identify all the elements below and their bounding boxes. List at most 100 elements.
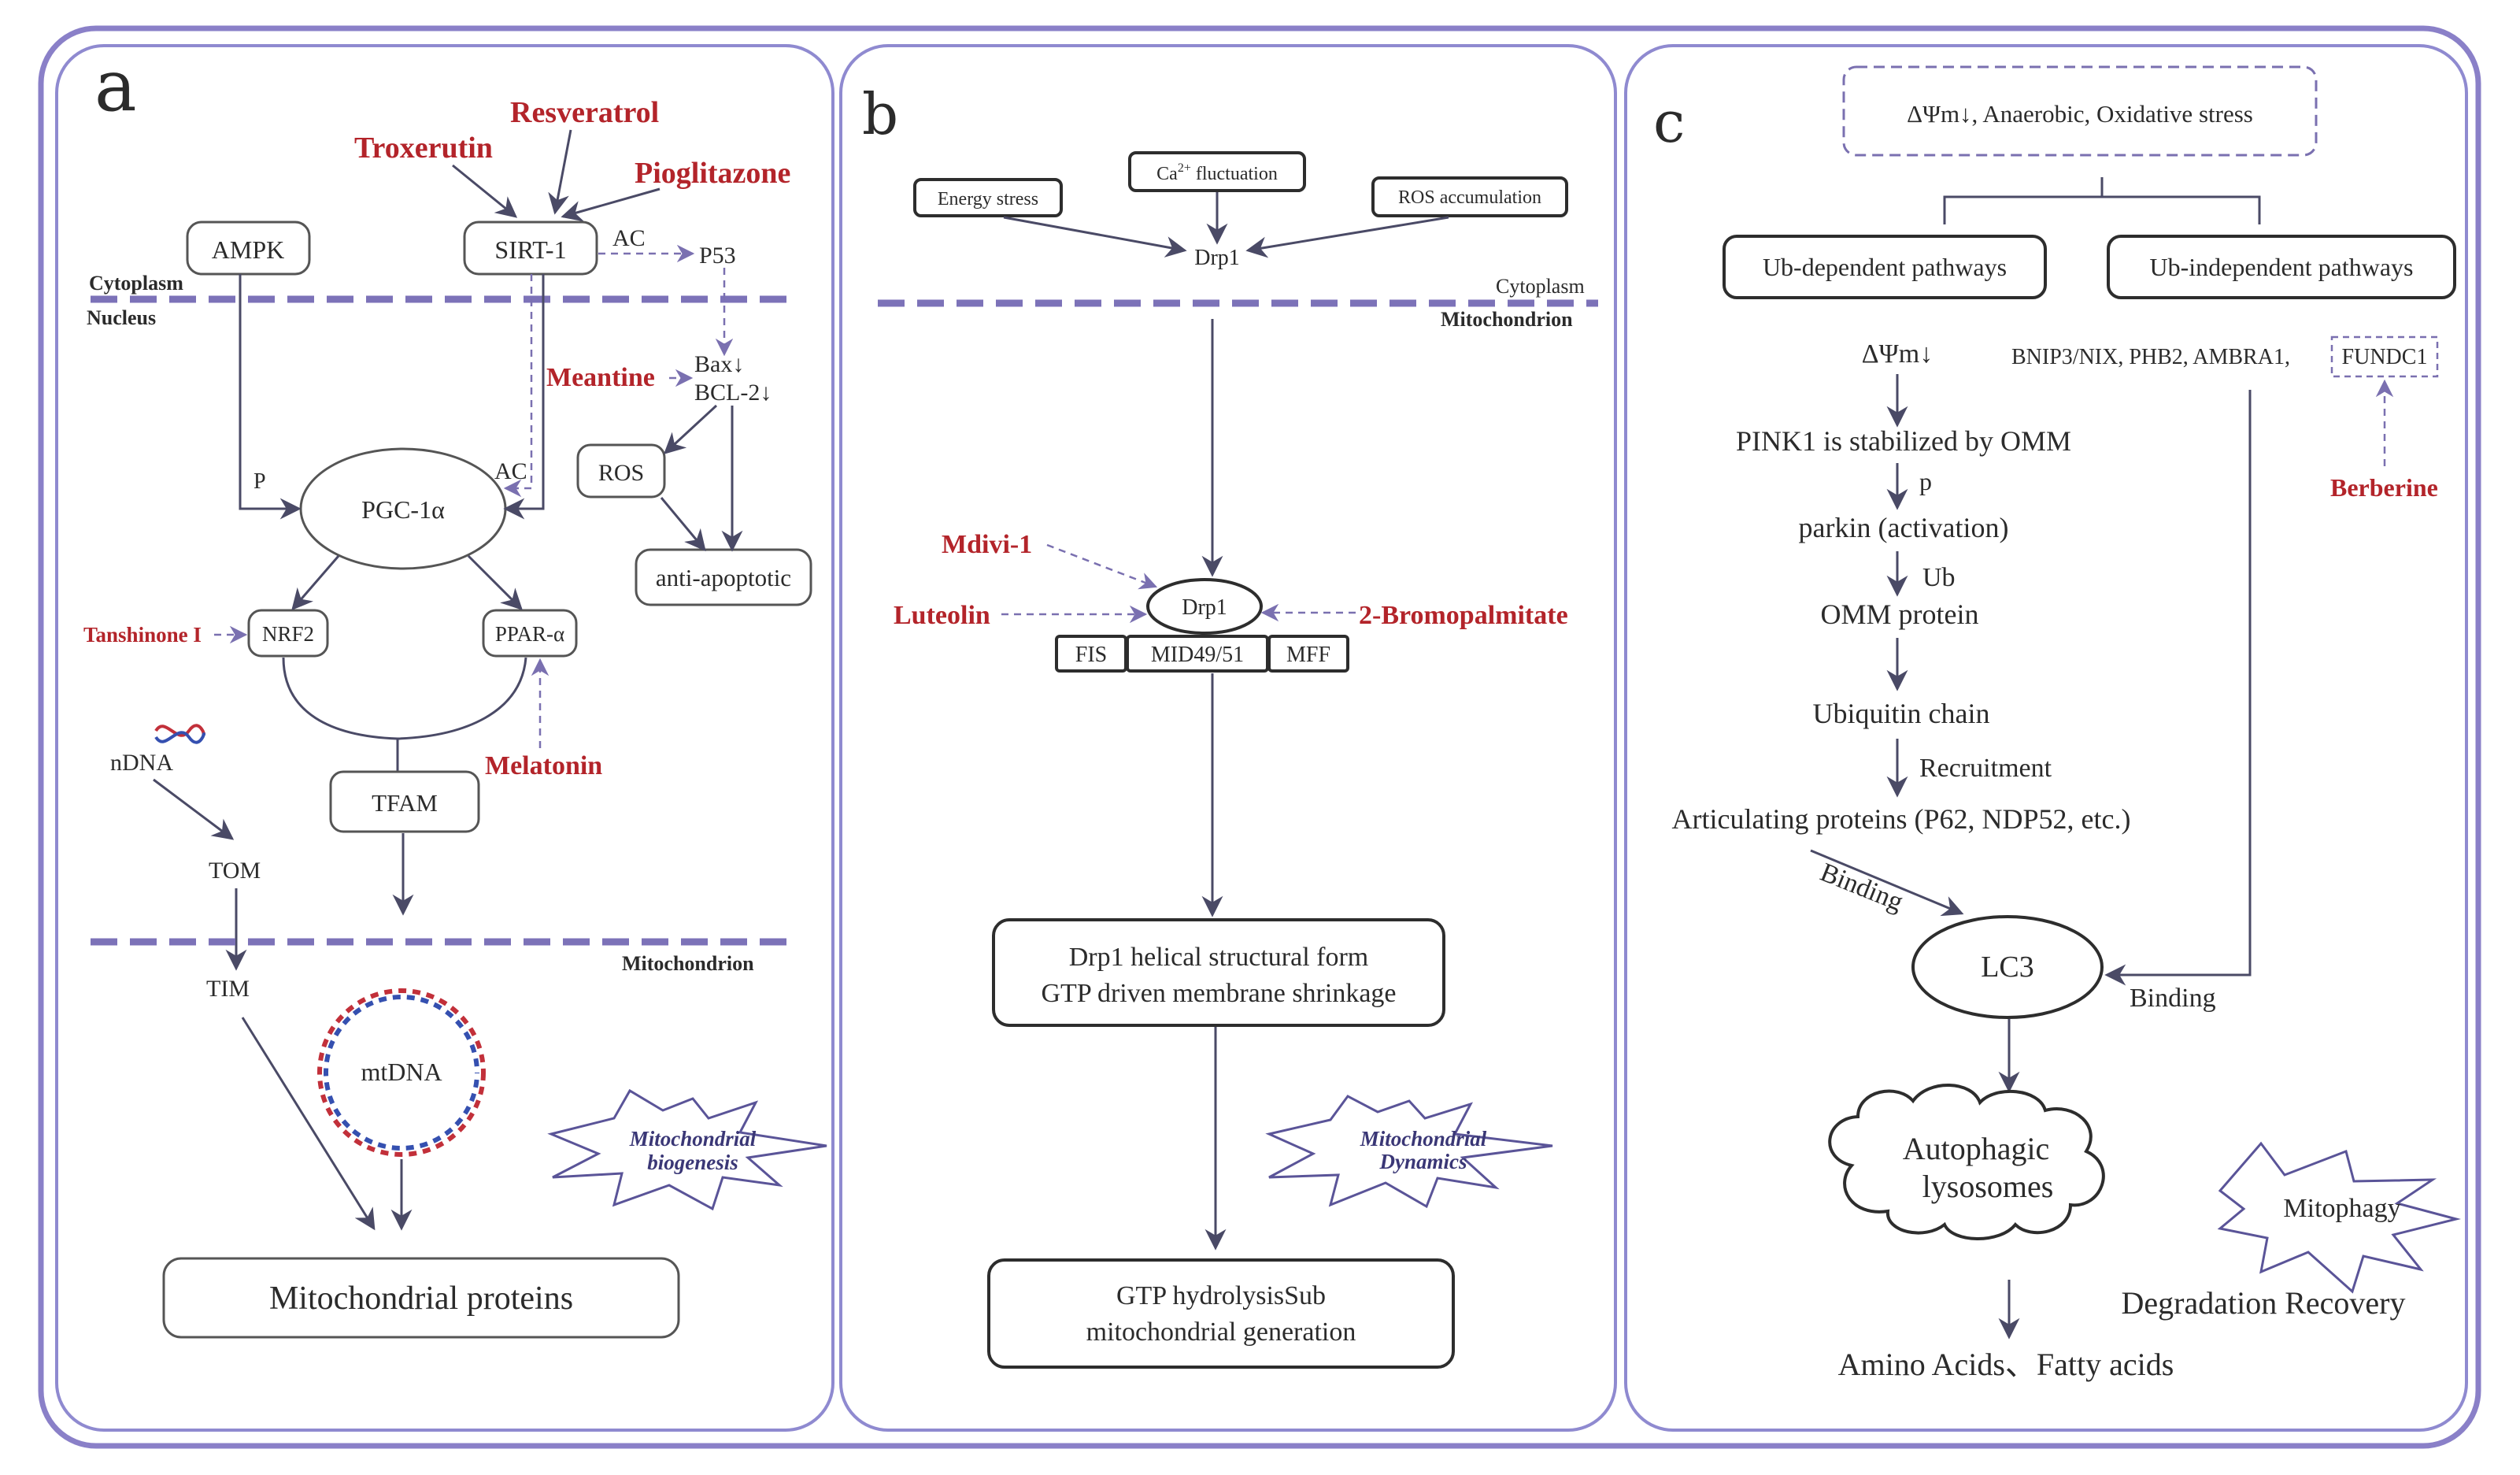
pink1-label: PINK1 is stabilized by OMM <box>1736 425 2071 457</box>
tfam-label: TFAM <box>372 789 438 817</box>
biogenesis-star-line1: Mitochondrial <box>629 1127 757 1151</box>
anti-apoptotic-label: anti-apoptotic <box>656 564 791 591</box>
omm-label: OMM protein <box>1821 599 1979 630</box>
tfam-box <box>329 770 480 833</box>
ub-label: Ub <box>1922 563 1956 592</box>
drug-troxerutin: Troxerutin <box>354 132 493 165</box>
ndna-label: nDNA <box>110 750 173 776</box>
dpsi-label: ΔΨm↓ <box>1862 339 1933 369</box>
panel-c-frame <box>1624 44 2468 1432</box>
pgc1a-label: PGC-1α <box>361 495 445 524</box>
nrf2-box <box>247 609 329 658</box>
mid4951-label: MID49/51 <box>1151 643 1244 667</box>
mff-label: MFF <box>1286 643 1330 667</box>
mtdna-label: mtDNA <box>361 1058 442 1086</box>
mff-box <box>1267 635 1349 673</box>
autophagic-lysosome-cloud <box>1828 1084 2105 1240</box>
ros-accumulation-label: ROS accumulation <box>1398 187 1541 208</box>
drug-luteolin: Luteolin <box>894 601 990 630</box>
biogenesis-star <box>547 1088 827 1211</box>
drug-pioglitazone: Pioglitazone <box>635 157 790 190</box>
drug-meantine: Meantine <box>546 363 655 392</box>
nrf2-label: NRF2 <box>262 622 314 646</box>
mtdna-ring <box>317 988 486 1157</box>
nucleus-label-a: Nucleus <box>87 306 156 329</box>
drug-bromopalmitate: 2-Bromopalmitate <box>1359 601 1568 630</box>
helical-form-line2: GTP driven membrane shrinkage <box>1042 979 1397 1008</box>
ub-independent-box <box>2107 235 2456 299</box>
sirt1-label: SIRT-1 <box>494 235 566 264</box>
fis-label: FIS <box>1075 643 1107 667</box>
panel-c-letter: c <box>1653 89 1685 155</box>
stress-box <box>1842 65 2318 157</box>
gtp-hydrolysis-box <box>987 1258 1455 1369</box>
ros-box-a <box>576 443 666 498</box>
p-label-c: p <box>1919 467 1932 495</box>
fundc1-box <box>2330 335 2439 378</box>
energy-stress-label: Energy stress <box>938 189 1038 209</box>
drp1-top-label: Drp1 <box>1194 246 1240 270</box>
bcl2-label: BCL-2↓ <box>694 380 772 406</box>
drug-berberine: Berberine <box>2330 473 2438 502</box>
recruitment-label: Recruitment <box>1919 754 2052 783</box>
outer-frame <box>38 25 2481 1449</box>
tom-label: TOM <box>209 858 261 884</box>
mitophagy-star-label: Mitophagy <box>2283 1194 2400 1223</box>
ampk-box <box>186 221 311 276</box>
ca-fluctuation-box <box>1128 151 1306 192</box>
mitochondrion-label-a: Mitochondrion <box>622 952 754 975</box>
gtp-hydrolysis-line2: mitochondrial generation <box>1086 1317 1356 1347</box>
mitochondrion-label-b: Mitochondrion <box>1441 308 1573 331</box>
dna-icon <box>154 724 205 744</box>
panel-a: a Resveratrol Troxerutin Pioglitazone AM… <box>55 44 834 1432</box>
cytoplasm-label-b: Cytoplasm <box>1496 275 1585 298</box>
panel-c: c ΔΨm↓, Anaerobic, Oxidative stress Ub-d… <box>1624 44 2468 1432</box>
mito-proteins-box <box>162 1257 680 1339</box>
binding-label-2: Binding <box>2130 984 2216 1013</box>
articulating-label: Articulating proteins (P62, NDP52, etc.) <box>1672 803 2131 835</box>
biogenesis-star-line2: biogenesis <box>647 1151 738 1174</box>
p53-label: P53 <box>699 243 736 269</box>
panel-a-letter: a <box>94 45 137 128</box>
degradation-label: Degradation Recovery <box>2122 1285 2406 1321</box>
ros-label-a: ROS <box>598 460 644 486</box>
ac-label-mid: AC <box>494 458 527 484</box>
drp1-label: Drp1 <box>1182 595 1227 620</box>
autophagic-line2: lysosomes <box>1922 1169 2054 1204</box>
ppara-box <box>482 609 578 658</box>
panel-b-frame <box>839 44 1617 1432</box>
drug-resveratrol: Resveratrol <box>510 96 659 129</box>
drug-melatonin: Melatonin <box>485 751 602 780</box>
helical-form-box <box>992 918 1445 1027</box>
tim-label: TIM <box>206 976 250 1002</box>
dynamics-star <box>1265 1095 1553 1209</box>
p-label-a: P <box>253 469 266 494</box>
ppara-label: PPAR-α <box>495 622 564 646</box>
panel-b: b Energy stress Ca2+ fluctuation ROS acc… <box>839 44 1617 1432</box>
ac-label-top: AC <box>612 225 646 251</box>
ampk-label: AMPK <box>212 235 284 264</box>
gtp-hydrolysis-line1: GTP hydrolysisSub <box>1116 1281 1326 1310</box>
drug-mdivi: Mdivi-1 <box>942 530 1032 559</box>
cytoplasm-label-a: Cytoplasm <box>89 272 183 295</box>
autophagic-line1: Autophagic <box>1903 1131 2050 1166</box>
ubchain-label: Ubiquitin chain <box>1813 698 1990 729</box>
receptors-label: BNIP3/NIX, PHB2, AMBRA1, <box>2011 345 2290 369</box>
ros-accumulation-box <box>1371 176 1568 217</box>
lc3-node <box>1911 915 2104 1019</box>
panel-a-frame <box>55 44 834 1432</box>
lc3-label: LC3 <box>1981 951 2034 984</box>
dynamics-star-line1: Mitochondrial <box>1360 1127 1487 1151</box>
dynamics-star-line2: Dynamics <box>1379 1150 1467 1173</box>
stress-bracket <box>1943 195 2261 224</box>
bax-label: Bax↓ <box>694 351 744 377</box>
parkin-label: parkin (activation) <box>1799 512 2009 543</box>
stress-label: ΔΨm↓, Anaerobic, Oxidative stress <box>1907 100 2253 128</box>
helical-form-line1: Drp1 helical structural form <box>1069 943 1368 972</box>
energy-stress-box <box>913 178 1063 217</box>
mito-proteins-label: Mitochondrial proteins <box>269 1280 573 1317</box>
fundc1-label: FUNDC1 <box>2342 345 2428 369</box>
amino-fatty-label: Amino Acids、Fatty acids <box>1838 1347 2174 1382</box>
mitophagy-star <box>2217 1141 2461 1294</box>
panel-b-letter: b <box>862 81 898 147</box>
